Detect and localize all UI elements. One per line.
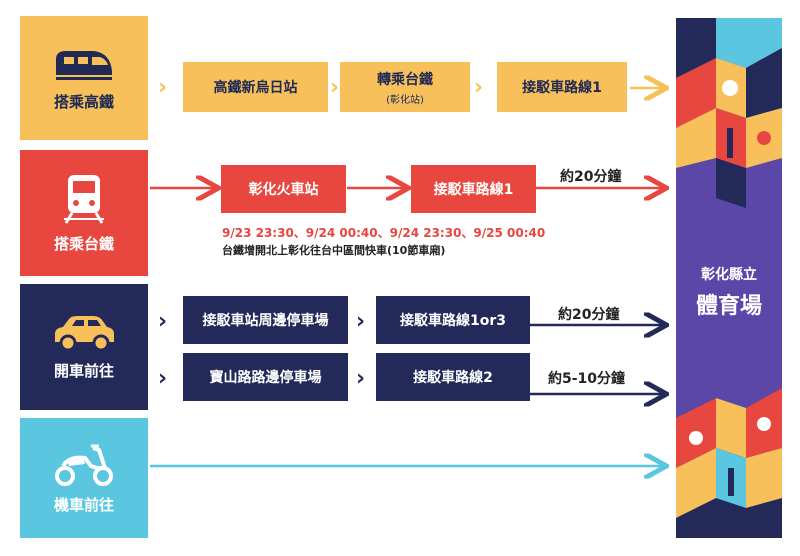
destination-name: 彰化縣立 體育場 — [676, 264, 782, 320]
hsr-step-2: 轉乘台鐵 (彰化站) — [340, 62, 470, 112]
car-icon — [55, 315, 114, 351]
car-shuttle-1-label: 接駁車路線1or3 — [399, 313, 506, 329]
hsr-step-2-sub: (彰化站) — [386, 94, 424, 106]
mode-hsr-label: 搭乘高鐵 — [53, 92, 114, 111]
scooter-icon — [55, 444, 113, 486]
car-parking-1: 接駁車站周邊停車場 — [183, 296, 348, 344]
destination-line1: 彰化縣立 — [701, 267, 757, 283]
car-parking-1-label: 接駁車站周邊停車場 — [202, 313, 329, 329]
mode-car-label: 開車前往 — [53, 361, 114, 380]
mode-scooter: 機車前往 — [20, 418, 148, 538]
chevron-right-icon: › — [474, 75, 484, 100]
car-time-1: 約20分鐘 — [558, 307, 620, 323]
mode-hsr: 搭乘高鐵 — [20, 16, 148, 140]
mode-car: 開車前往 — [20, 284, 148, 410]
chevron-right-icon: › — [158, 309, 168, 334]
hsr-step-3-label: 接駁車路線1 — [522, 80, 602, 96]
hsr-train-icon — [56, 50, 112, 80]
hsr-step-3: 接駁車路線1 — [497, 62, 627, 112]
tra-step-1: 彰化火車站 — [221, 165, 346, 213]
hsr-step-1: 高鐵新烏日站 — [183, 62, 328, 112]
tra-time: 約20分鐘 — [560, 169, 622, 185]
tra-step-1-label: 彰化火車站 — [248, 182, 319, 198]
chevron-right-icon: › — [330, 75, 340, 100]
car-parking-2: 寶山路路邊停車場 — [183, 353, 348, 401]
car-shuttle-1: 接駁車路線1or3 — [376, 296, 530, 344]
chevron-right-icon: › — [158, 366, 168, 391]
train-icon — [64, 174, 104, 224]
tra-note: 台鐵增開北上彰化往台中區間快車(10節車廂) — [222, 244, 446, 257]
mode-scooter-label: 機車前往 — [53, 495, 114, 514]
decorative-pattern-bottom — [676, 388, 782, 538]
car-time-2: 約5-10分鐘 — [548, 371, 626, 387]
tra-schedule: 9/23 23:30、9/24 00:40、9/24 23:30、9/25 00… — [222, 226, 546, 240]
chevron-right-icon: › — [158, 75, 168, 100]
destination-panel: 彰化縣立 體育場 — [676, 18, 782, 538]
hsr-step-1-label: 高鐵新烏日站 — [213, 80, 298, 96]
tra-step-2-label: 接駁車路線1 — [433, 182, 514, 198]
chevron-right-icon: › — [356, 309, 366, 334]
tra-step-2: 接駁車路線1 — [411, 165, 536, 213]
chevron-right-icon: › — [356, 366, 366, 391]
car-parking-2-label: 寶山路路邊停車場 — [209, 370, 322, 386]
decorative-pattern-top — [676, 18, 782, 208]
mode-tra-label: 搭乘台鐵 — [53, 234, 114, 253]
mode-tra: 搭乘台鐵 — [20, 150, 148, 276]
car-shuttle-2: 接駁車路線2 — [376, 353, 530, 401]
hsr-step-2-label: 轉乘台鐵 — [377, 71, 433, 88]
car-shuttle-2-label: 接駁車路線2 — [413, 370, 493, 386]
destination-line2: 體育場 — [695, 294, 762, 319]
